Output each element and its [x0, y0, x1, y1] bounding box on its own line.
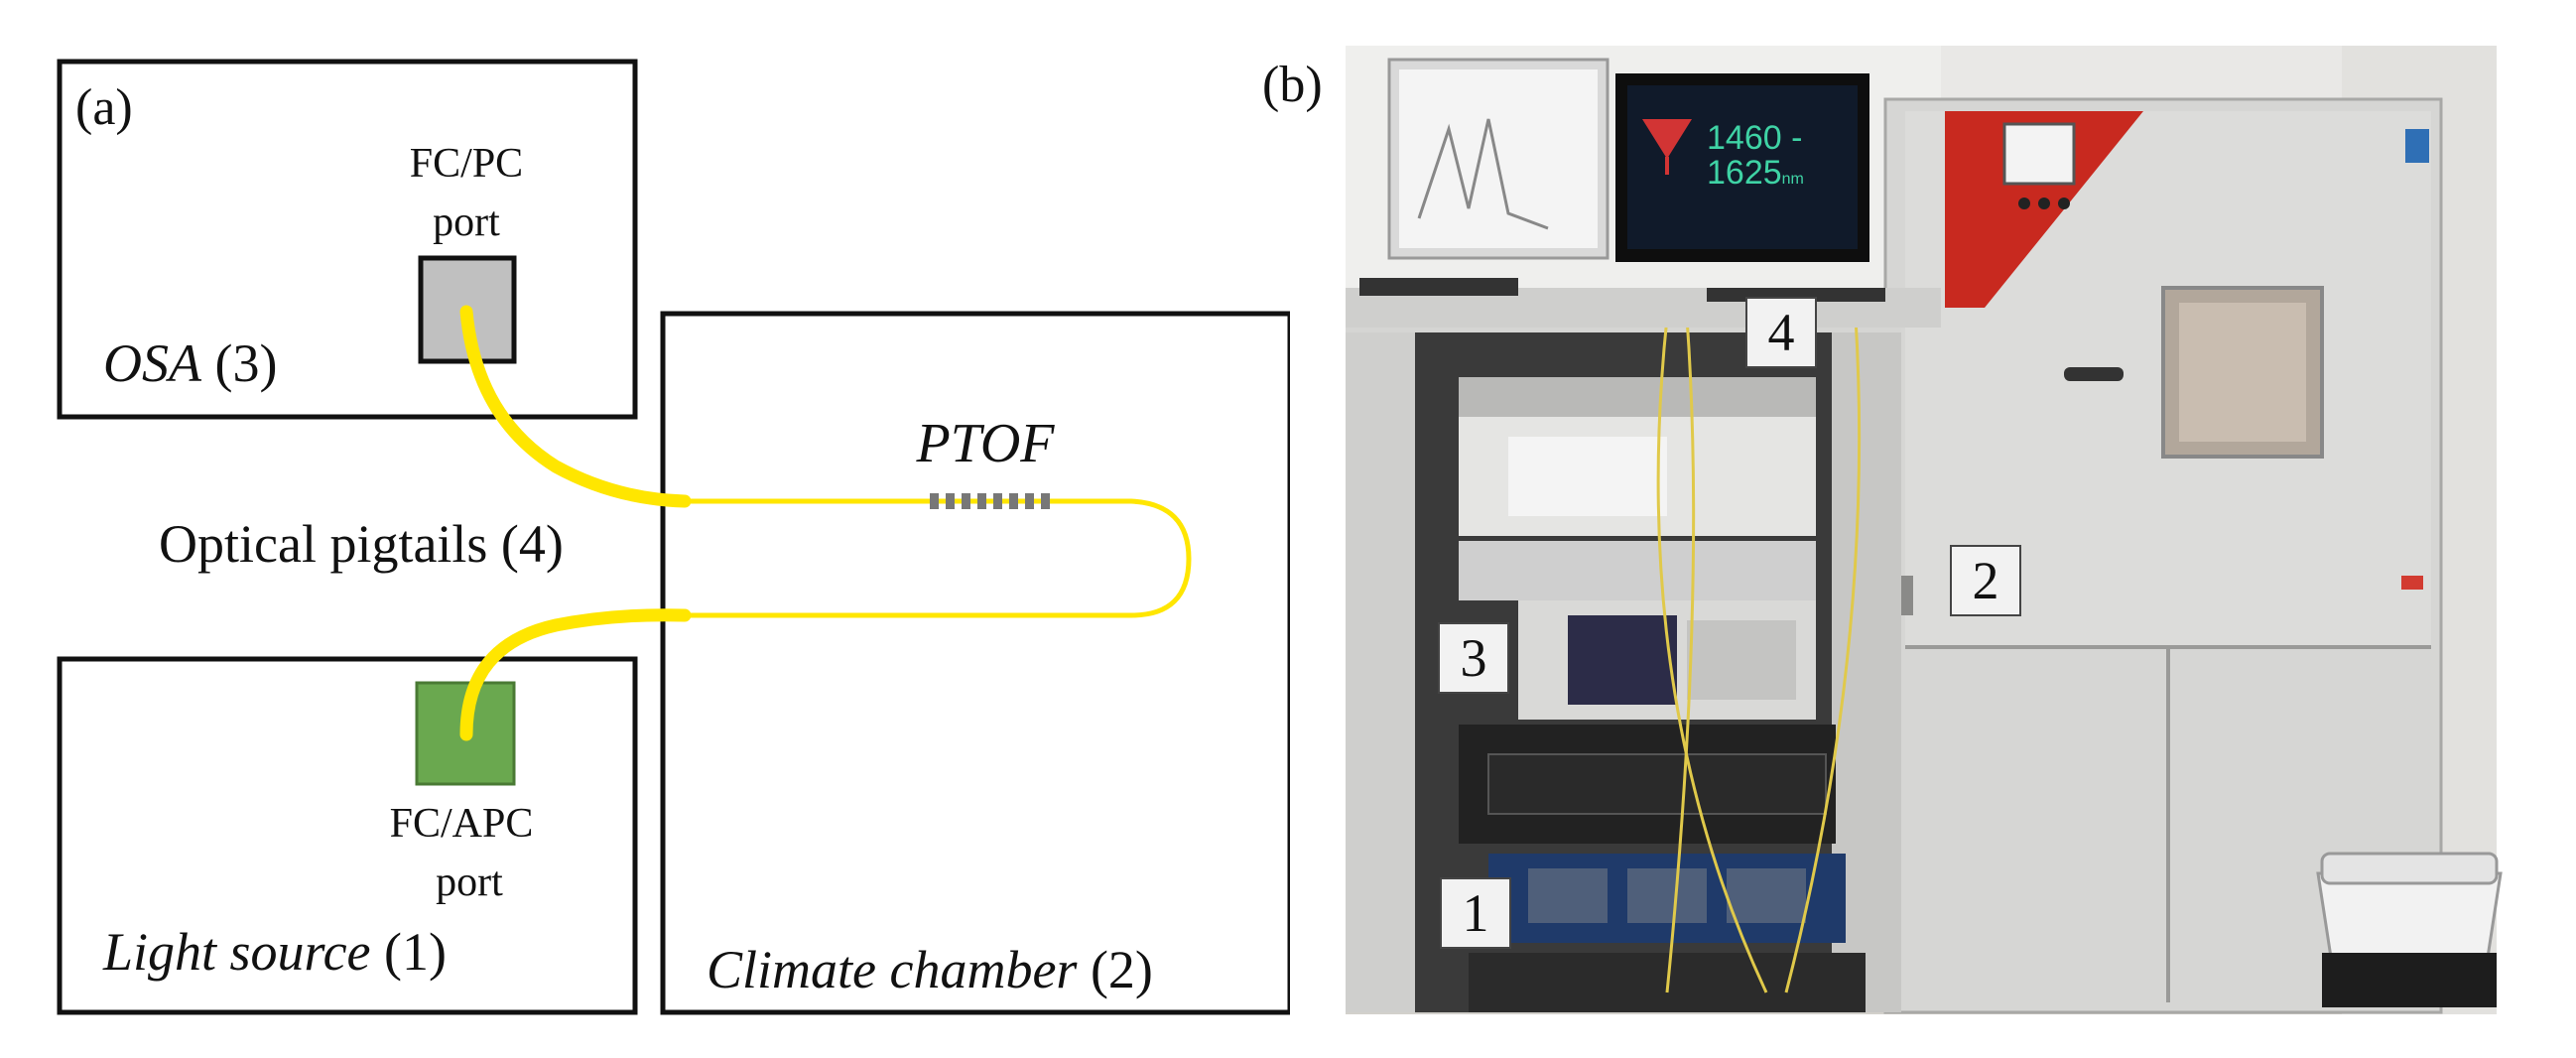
light-source-box [57, 656, 638, 1015]
fc-pc-port-label-line2: port [433, 199, 500, 245]
fc-apc-port-label-line2: port [436, 860, 503, 905]
osa-title: OSA (3) [103, 333, 277, 393]
fiber-loop [685, 498, 1192, 618]
osa-box [57, 59, 638, 420]
monitor-readout-2: 1625nm [1707, 154, 1804, 192]
marker-1: 1 [1440, 877, 1511, 949]
light-source-title: Light source (1) [102, 922, 447, 982]
monitor-readout-1: 1460 - [1707, 119, 1802, 157]
equipment-rack [1346, 303, 1901, 1012]
trash-bin [2316, 852, 2503, 1007]
fc-apc-port-label-line1: FC/APC [390, 801, 534, 847]
climate-chamber-title: Climate chamber (2) [707, 940, 1153, 999]
monitors: 1460 - 1625nm [1346, 58, 1941, 328]
svg-text:4: 4 [1768, 303, 1795, 362]
photo-frame: 1460 - 1625nm 1 2 3 4 [1346, 46, 2503, 1014]
marker-3: 3 [1438, 622, 1509, 694]
svg-text:1: 1 [1463, 883, 1489, 943]
svg-text:3: 3 [1461, 628, 1487, 688]
climate-chamber-photo [1883, 97, 2443, 1014]
svg-text:2: 2 [1973, 551, 1999, 610]
panel-a-label: (a) [75, 79, 133, 136]
pigtails-label: Optical pigtails (4) [159, 514, 564, 574]
marker-4: 4 [1745, 297, 1817, 368]
ptof-grating [930, 493, 1050, 509]
pigtail-fiber-osa [459, 305, 692, 508]
fc-pc-port-label-line1: FC/PC [410, 141, 523, 187]
climate-chamber-box [660, 311, 1290, 1015]
setup-schematic: (a) FC/PC port OSA (3) PTOF Optical pigt… [57, 59, 1290, 1015]
pigtail-fiber-source [459, 608, 692, 741]
ptof-label: PTOF [916, 413, 1056, 474]
marker-2: 2 [1950, 545, 2021, 616]
